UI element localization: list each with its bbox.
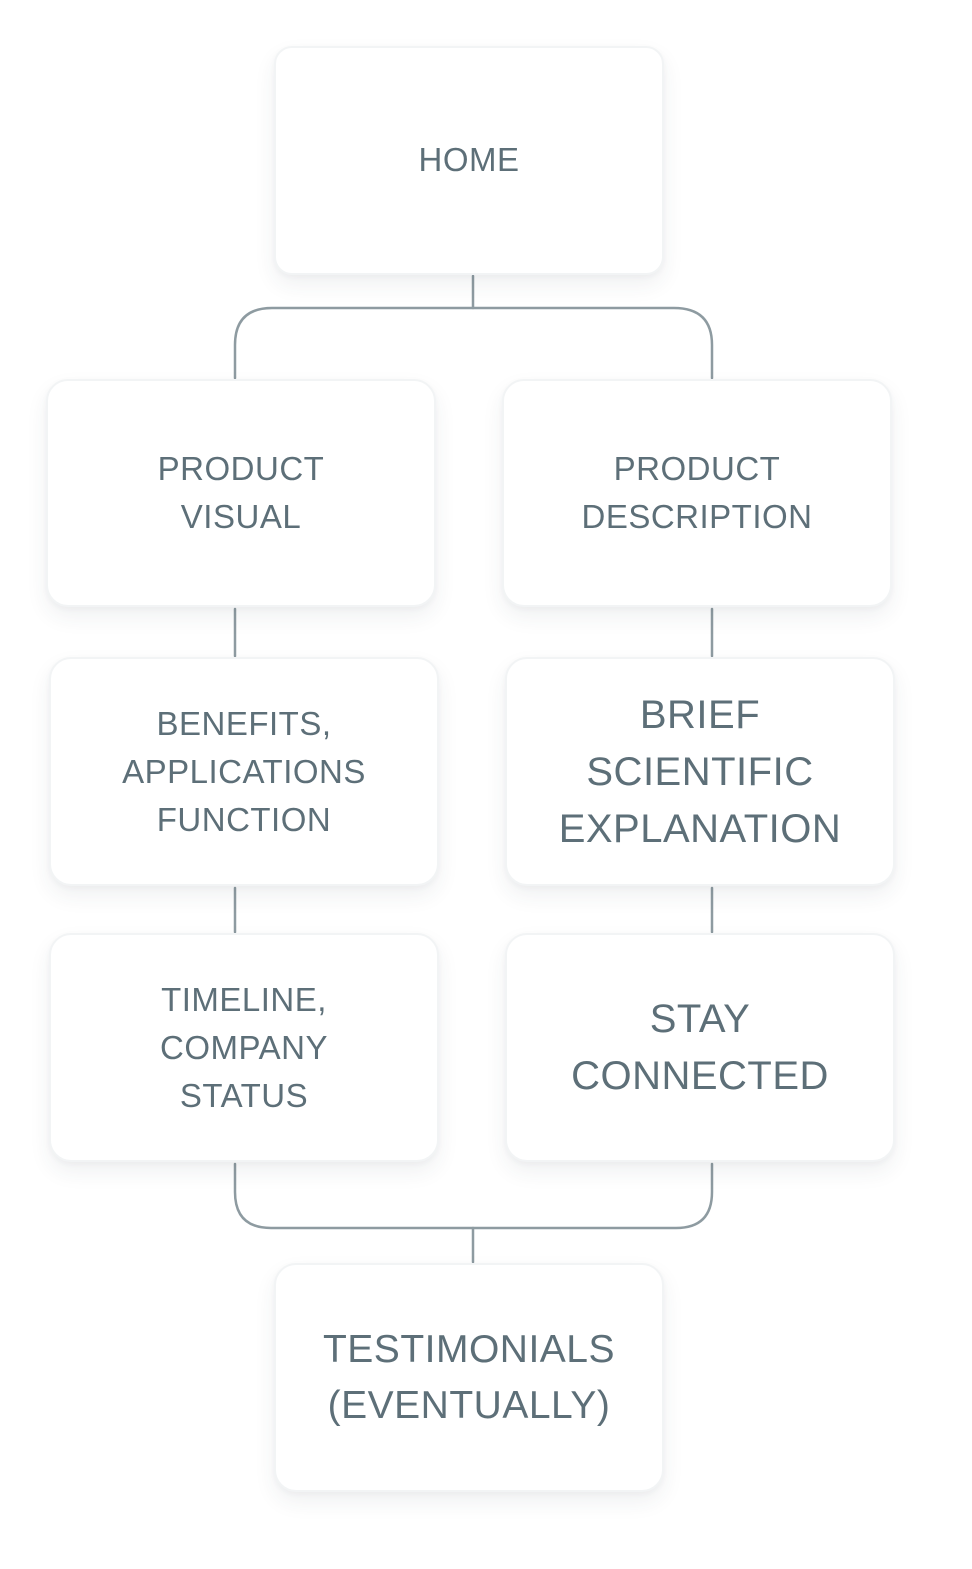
connector-home-branch xyxy=(233,306,714,380)
node-timeline-label: TIMELINE, COMPANY STATUS xyxy=(160,980,328,1114)
node-stay-connected: STAY CONNECTED xyxy=(505,933,895,1162)
connector-bottom-branch xyxy=(233,1162,714,1230)
node-home-label: HOME xyxy=(418,140,520,178)
node-home: HOME xyxy=(274,46,664,275)
node-product-visual-label: PRODUCT VISUAL xyxy=(157,450,325,535)
node-testimonials-label: TESTIMONIALS (EVENTUALLY) xyxy=(322,1327,616,1427)
node-product-description-label: PRODUCT DESCRIPTION xyxy=(581,450,813,535)
node-benefits: BENEFITS, APPLICATIONS FUNCTION xyxy=(49,657,439,886)
node-timeline: TIMELINE, COMPANY STATUS xyxy=(49,933,439,1162)
node-benefits-label: BENEFITS, APPLICATIONS FUNCTION xyxy=(122,704,366,838)
node-brief-scientific-label: BRIEF SCIENTIFIC EXPLANATION xyxy=(558,693,842,851)
node-stay-connected-label: STAY CONNECTED xyxy=(571,996,829,1098)
node-product-visual: PRODUCT VISUAL xyxy=(46,379,436,607)
node-testimonials: TESTIMONIALS (EVENTUALLY) xyxy=(274,1263,664,1492)
node-brief-scientific: BRIEF SCIENTIFIC EXPLANATION xyxy=(505,657,895,886)
node-product-description: PRODUCT DESCRIPTION xyxy=(502,379,892,607)
